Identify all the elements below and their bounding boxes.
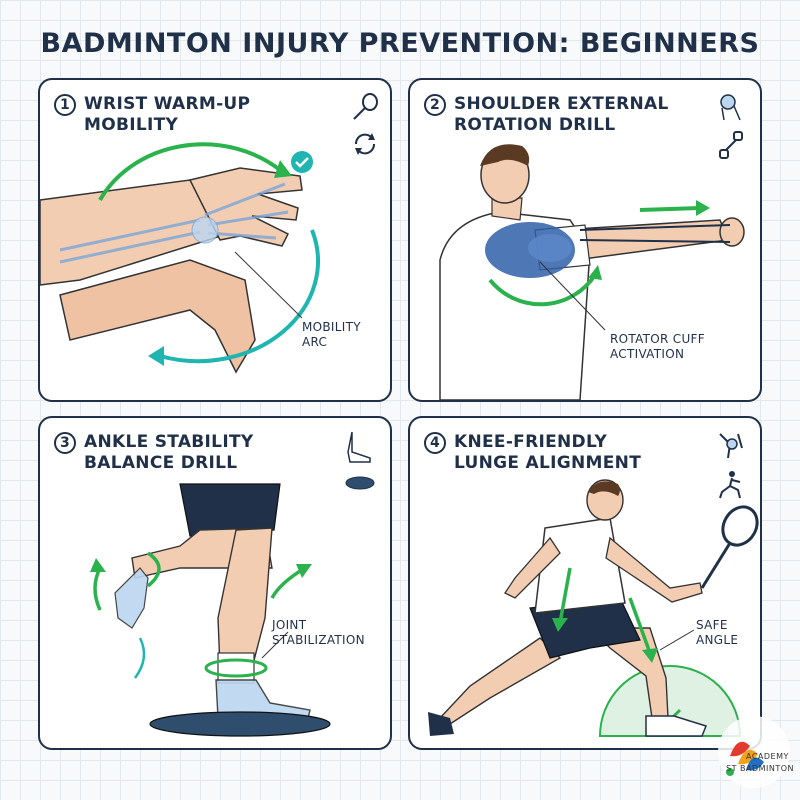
panel-title-line2: MOBILITY <box>84 115 179 135</box>
panel-title-line1: SHOULDER EXTERNAL <box>454 94 669 114</box>
panel-title: 2 SHOULDER EXTERNAL ROTATION DRILL <box>424 94 669 136</box>
step-number: 2 <box>424 94 446 116</box>
panel-wrist-warmup: 1 WRIST WARM-UP MOBILITY MOBILITY ARC <box>38 78 392 402</box>
step-number: 4 <box>424 432 446 454</box>
panel-title-line2: ROTATION DRILL <box>454 115 616 135</box>
shoulder-illustration <box>439 144 745 400</box>
logo-text-line2: ST BADMINTON <box>726 764 795 773</box>
mobility-arc-bottom <box>159 229 320 364</box>
callout-label: ROTATOR CUFF ACTIVATION <box>610 332 705 362</box>
panel-title-line1: ANKLE STABILITY <box>84 432 254 452</box>
callout-label: SAFE ANGLE <box>696 618 738 648</box>
resistance-band-icon <box>719 131 743 159</box>
panel-title-line1: KNEE-FRIENDLY <box>454 432 608 452</box>
rotate-arrows-icon <box>354 133 376 155</box>
panel-knee-lunge: 4 KNEE-FRIENDLY LUNGE ALIGNMENT SAFE ANG… <box>408 416 762 750</box>
page-title: BADMINTON INJURY PREVENTION: BEGINNERS <box>40 28 760 59</box>
shoulder-joint-icon <box>720 94 741 121</box>
callout-line1: ROTATOR CUFF <box>610 332 705 346</box>
panel-ankle-stability: 3 ANKLE STABILITY BALANCE DRILL JOINT ST… <box>38 416 392 750</box>
callout-line2: ANGLE <box>696 633 739 647</box>
panel-title: 4 KNEE-FRIENDLY LUNGE ALIGNMENT <box>424 432 641 474</box>
safe-angle-arc <box>598 665 742 737</box>
callout-label: JOINT STABILIZATION <box>272 618 365 648</box>
panel-title-line1: WRIST WARM-UP <box>84 94 251 114</box>
callout-line2: STABILIZATION <box>272 633 365 647</box>
wrist-illustration <box>40 142 320 374</box>
callout-label: MOBILITY ARC <box>302 320 361 350</box>
logo-text-line1: ACADEMY <box>746 752 789 761</box>
step-number: 3 <box>54 432 76 454</box>
step-number: 1 <box>54 94 76 116</box>
callout-line1: SAFE <box>696 618 728 632</box>
panel-title-line2: LUNGE ALIGNMENT <box>454 453 642 473</box>
balance-disc <box>149 711 331 737</box>
panel-title-line2: BALANCE DRILL <box>84 453 238 473</box>
balance-disc-icon <box>345 476 375 490</box>
callout-line2: ACTIVATION <box>610 347 685 361</box>
academy-logo <box>718 716 790 788</box>
callout-line1: MOBILITY <box>302 320 361 334</box>
lunge-illustration <box>428 479 759 737</box>
panel-title: 3 ANKLE STABILITY BALANCE DRILL <box>54 432 253 474</box>
panel-title: 1 WRIST WARM-UP MOBILITY <box>54 94 250 136</box>
lunge-figure-icon <box>719 471 741 499</box>
foot-icon <box>347 431 371 463</box>
mobility-arc-top <box>98 142 282 201</box>
callout-line1: JOINT <box>272 618 307 632</box>
racket-icon <box>353 93 378 120</box>
ankle-illustration <box>90 483 331 737</box>
knee-joint-icon <box>719 433 743 459</box>
checkmark-icon <box>291 151 313 173</box>
panel-shoulder-rotation: 2 SHOULDER EXTERNAL ROTATION DRILL ROTAT… <box>408 78 762 402</box>
callout-line2: ARC <box>302 335 328 349</box>
